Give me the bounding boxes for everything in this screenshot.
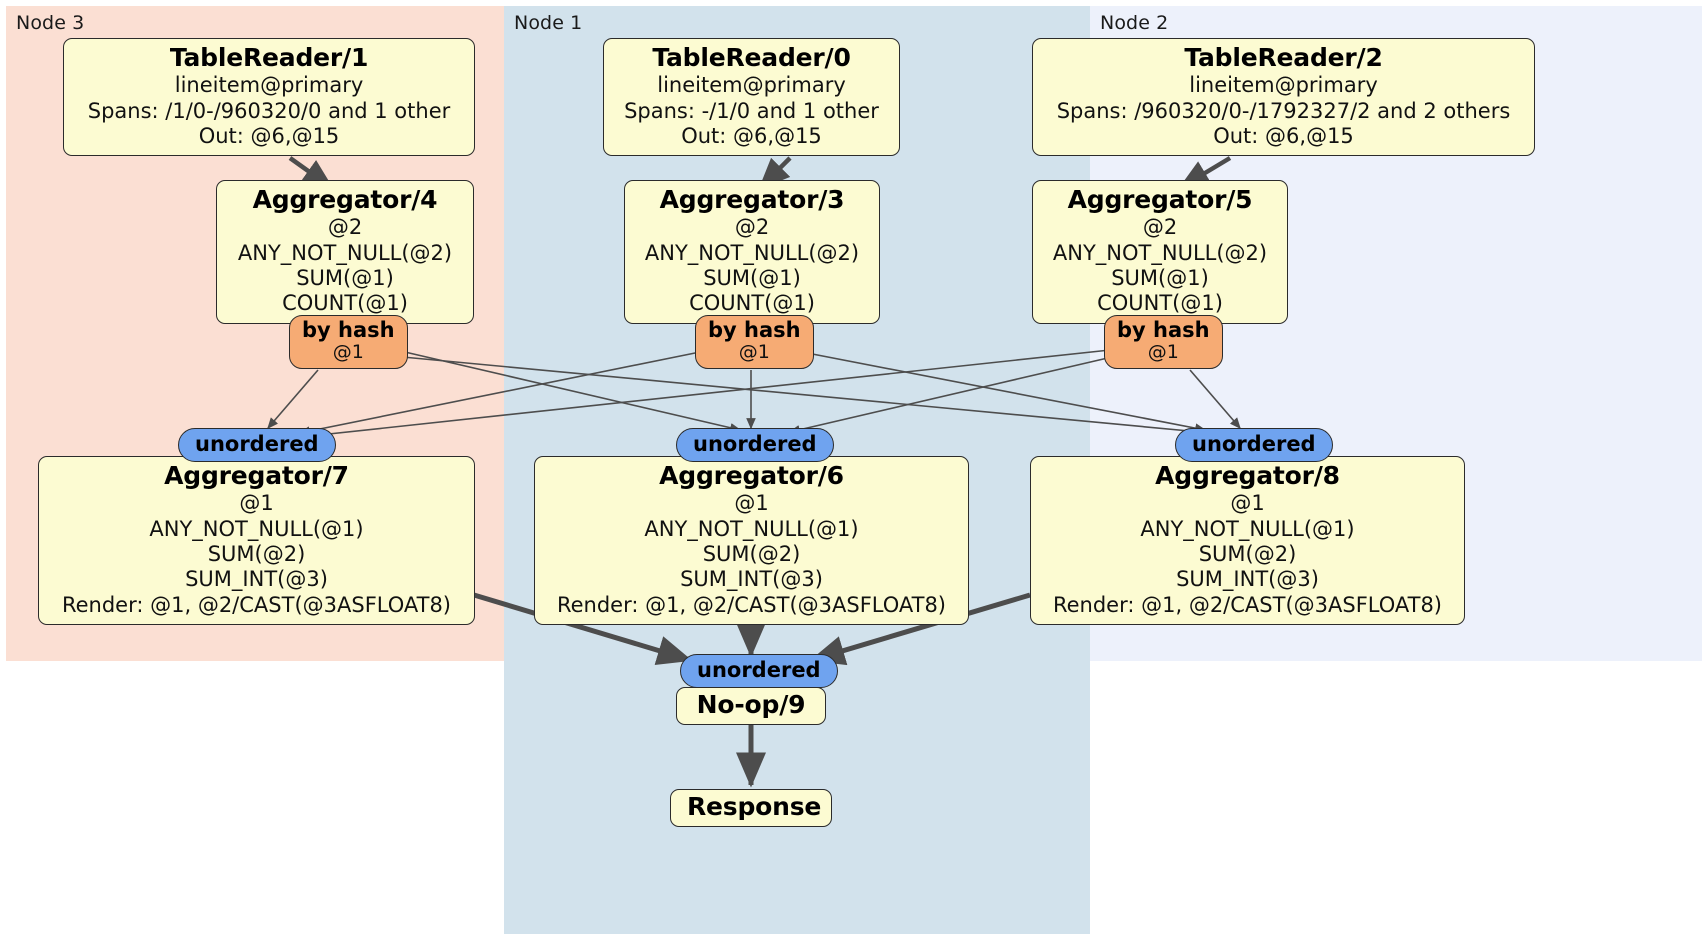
router-unordered-right[interactable]: unordered: [1175, 428, 1333, 463]
box-line: @1: [239, 491, 274, 516]
box-title: Response: [687, 792, 822, 821]
router-sublabel: @1: [738, 341, 770, 364]
box-title: Aggregator/5: [1067, 185, 1253, 214]
router-label: by hash: [1117, 318, 1210, 342]
box-line: lineitem@primary: [174, 73, 364, 98]
box-line: Out: @6,@15: [681, 124, 822, 149]
router-label: by hash: [302, 318, 395, 342]
box-line: SUM_INT(@3): [1176, 567, 1319, 592]
box-line: SUM(@1): [703, 266, 801, 291]
box-table-reader-0[interactable]: TableReader/0 lineitem@primary Spans: -/…: [603, 38, 900, 157]
region-node-2-label: Node 2: [1100, 12, 1169, 34]
router-label: unordered: [1192, 432, 1316, 456]
box-line: ANY_NOT_NULL(@1): [1140, 516, 1355, 541]
router-unordered-mid[interactable]: unordered: [676, 428, 834, 463]
box-line: SUM(@2): [702, 542, 801, 567]
box-line: ANY_NOT_NULL(@1): [644, 516, 859, 541]
box-line: lineitem@primary: [1189, 73, 1378, 98]
router-by-hash-right[interactable]: by hash @1: [1104, 315, 1223, 369]
box-line: lineitem@primary: [657, 73, 846, 98]
box-line: SUM_INT(@3): [680, 567, 823, 592]
box-title: Aggregator/6: [659, 461, 844, 490]
box-line: ANY_NOT_NULL(@2): [644, 240, 860, 265]
box-aggregator-8[interactable]: Aggregator/8 @1 ANY_NOT_NULL(@1) SUM(@2)…: [1030, 456, 1465, 626]
box-title: TableReader/1: [169, 43, 369, 72]
box-line: ANY_NOT_NULL(@1): [149, 516, 364, 541]
box-line: @1: [734, 491, 769, 516]
box-line: SUM(@2): [207, 542, 306, 567]
box-line: @1: [1230, 491, 1265, 516]
box-line: Render: @1, @2/CAST(@3ASFLOAT8): [61, 592, 452, 617]
box-title: Aggregator/8: [1155, 461, 1340, 490]
router-label: unordered: [195, 432, 319, 456]
region-node-1-label: Node 1: [514, 12, 583, 34]
box-title: Aggregator/3: [659, 185, 845, 214]
box-line: SUM_INT(@3): [185, 567, 328, 592]
box-line: @2: [327, 215, 363, 240]
router-unordered-final[interactable]: unordered: [680, 654, 838, 689]
box-line: ANY_NOT_NULL(@2): [237, 240, 453, 265]
box-line: Spans: /1/0-/960320/0 and 1 other: [87, 98, 451, 123]
router-by-hash-mid[interactable]: by hash @1: [695, 315, 814, 369]
box-line: Out: @6,@15: [1213, 124, 1354, 149]
box-aggregator-7[interactable]: Aggregator/7 @1 ANY_NOT_NULL(@1) SUM(@2)…: [38, 456, 475, 626]
box-line: COUNT(@1): [689, 291, 815, 316]
box-line: Spans: -/1/0 and 1 other: [624, 98, 879, 123]
region-node-3-label: Node 3: [16, 12, 85, 34]
box-line: COUNT(@1): [282, 291, 408, 316]
router-label: unordered: [693, 432, 817, 456]
box-table-reader-2[interactable]: TableReader/2 lineitem@primary Spans: /9…: [1032, 38, 1535, 157]
router-by-hash-left[interactable]: by hash @1: [289, 315, 408, 369]
box-line: SUM(@2): [1198, 542, 1297, 567]
box-table-reader-1[interactable]: TableReader/1 lineitem@primary Spans: /1…: [63, 38, 475, 157]
box-line: Out: @6,@15: [198, 124, 340, 149]
box-line: SUM(@1): [296, 266, 394, 291]
router-label: by hash: [708, 318, 801, 342]
box-title: TableReader/2: [1184, 43, 1383, 72]
box-aggregator-4[interactable]: Aggregator/4 @2 ANY_NOT_NULL(@2) SUM(@1)…: [216, 180, 474, 324]
box-line: @2: [1142, 215, 1178, 240]
box-no-op-9[interactable]: No-op/9: [676, 687, 826, 726]
box-title: TableReader/0: [652, 43, 851, 72]
box-line: ANY_NOT_NULL(@2): [1052, 240, 1268, 265]
box-aggregator-6[interactable]: Aggregator/6 @1 ANY_NOT_NULL(@1) SUM(@2)…: [534, 456, 969, 626]
box-line: COUNT(@1): [1097, 291, 1223, 316]
router-label: unordered: [697, 658, 821, 682]
router-sublabel: @1: [332, 341, 364, 364]
router-sublabel: @1: [1147, 341, 1179, 364]
box-aggregator-3[interactable]: Aggregator/3 @2 ANY_NOT_NULL(@2) SUM(@1)…: [624, 180, 880, 324]
box-line: @2: [734, 215, 770, 240]
box-line: Spans: /960320/0-/1792327/2 and 2 others: [1056, 98, 1511, 123]
box-line: SUM(@1): [1111, 266, 1209, 291]
box-line: Render: @1, @2/CAST(@3ASFLOAT8): [556, 592, 947, 617]
box-title: No-op/9: [696, 690, 806, 719]
box-line: Render: @1, @2/CAST(@3ASFLOAT8): [1052, 592, 1443, 617]
box-aggregator-5[interactable]: Aggregator/5 @2 ANY_NOT_NULL(@2) SUM(@1)…: [1032, 180, 1288, 324]
box-title: Aggregator/7: [164, 461, 349, 490]
router-unordered-left[interactable]: unordered: [178, 428, 336, 463]
box-response[interactable]: Response: [670, 789, 832, 828]
box-title: Aggregator/4: [252, 185, 438, 214]
